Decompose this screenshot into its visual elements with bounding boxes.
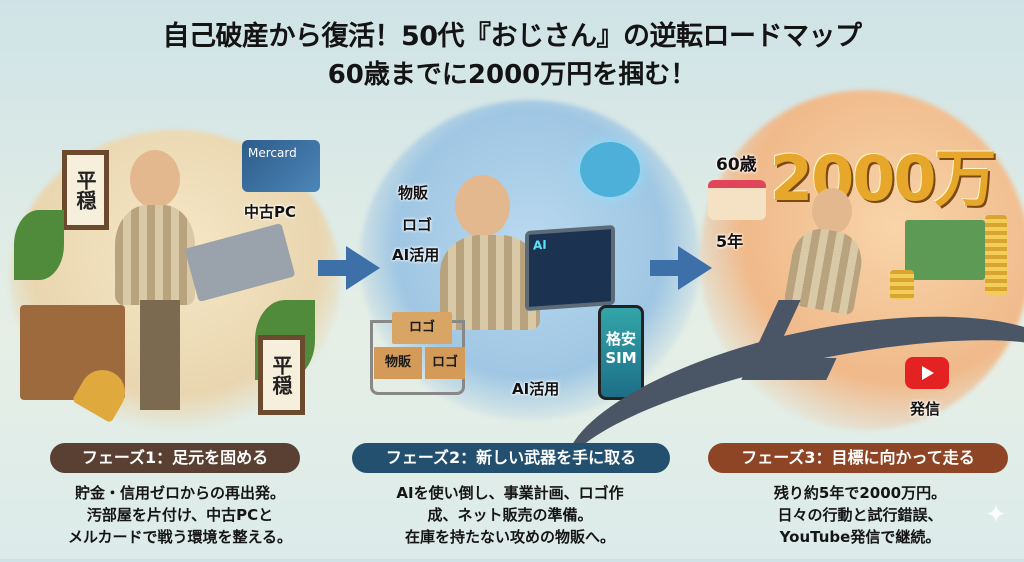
desc-line: 貯金・信用ゼロからの再出発。 (74, 484, 285, 502)
broadcast-label: 発信 (910, 400, 941, 418)
coin-stack-icon (985, 215, 1007, 295)
phase1-description: 貯金・信用ゼロからの再出発。 汚部屋を片付け、中古PCと メルカードで戦う環境を… (20, 482, 340, 548)
years-label: 5年 (716, 232, 744, 251)
arrow-body (318, 260, 348, 276)
coin-stack-icon (890, 270, 914, 300)
phase2-description: AIを使い倒し、事業計画、ロゴ作 成、ネット販売の準備。 在庫を持たない攻めの物… (350, 482, 670, 548)
desc-line: メルカードで戦う環境を整える。 (67, 528, 293, 546)
screen-ai-text: AI (533, 237, 547, 253)
youtube-icon (905, 357, 949, 389)
phase3-description: 残り約5年で2000万円。 日々の行動と試行錯誤、 YouTube発信で継続。 (700, 482, 1020, 548)
label-logo: ロゴ (402, 216, 433, 234)
man-body (440, 235, 540, 330)
pc-label: 中古PC (244, 203, 297, 221)
sim-phone: 格安SIM (598, 305, 644, 400)
runner-head (812, 188, 852, 234)
floor-sign: 平穏 (258, 335, 305, 415)
wall-sign: 平穏 (62, 150, 109, 230)
mercard-card: Mercard (242, 140, 320, 192)
man-legs (140, 300, 180, 410)
ai-robot-icon (580, 142, 640, 197)
phase1-pill: フェーズ1：足元を固める (50, 443, 300, 473)
desc-line: AIを使い倒し、事業計画、ロゴ作 (396, 484, 624, 502)
man-body (115, 205, 195, 305)
arrow-body (650, 260, 680, 276)
cake-icon (708, 180, 766, 220)
main-title: 自己破産から復活！50代『おじさん』の逆転ロードマップ (162, 21, 862, 52)
age-label: 60歳 (716, 155, 757, 175)
desc-line: YouTube発信で継続。 (779, 528, 941, 546)
desc-line: 成、ネット販売の準備。 (427, 506, 593, 524)
label-ai-lower: AI活用 (512, 380, 560, 398)
label-ai: AI活用 (392, 246, 440, 264)
phase3-pill: フェーズ3：目標に向かって走る (708, 443, 1008, 473)
phase2-pill: フェーズ2：新しい武器を手に取る (352, 443, 670, 473)
plant-illustration (14, 210, 64, 280)
desc-line: 汚部屋を片付け、中古PCと (86, 506, 274, 524)
goal-amount: 2000万 (770, 142, 997, 215)
desc-line: 在庫を持たない攻めの物販へ。 (404, 528, 615, 546)
box-sales: 物販 (374, 347, 422, 379)
man-head (130, 150, 180, 208)
card-brand: Mercard (248, 146, 297, 160)
sparkle-icon: ✦ (985, 500, 1007, 530)
box-logo-2: ロゴ (425, 347, 465, 379)
right-arrow-icon (678, 246, 712, 290)
laptop-screen: AI (525, 224, 615, 312)
man-head (455, 175, 510, 237)
desc-line: 日々の行動と試行錯誤、 (777, 506, 943, 524)
right-arrow-icon (346, 246, 380, 290)
subtitle: 60歳までに2000万円を掴む！ (327, 60, 697, 90)
box-logo: ロゴ (392, 312, 452, 344)
desc-line: 残り約5年で2000万円。 (773, 484, 947, 502)
cash-stack-icon (905, 220, 985, 280)
label-sales: 物販 (398, 184, 429, 202)
